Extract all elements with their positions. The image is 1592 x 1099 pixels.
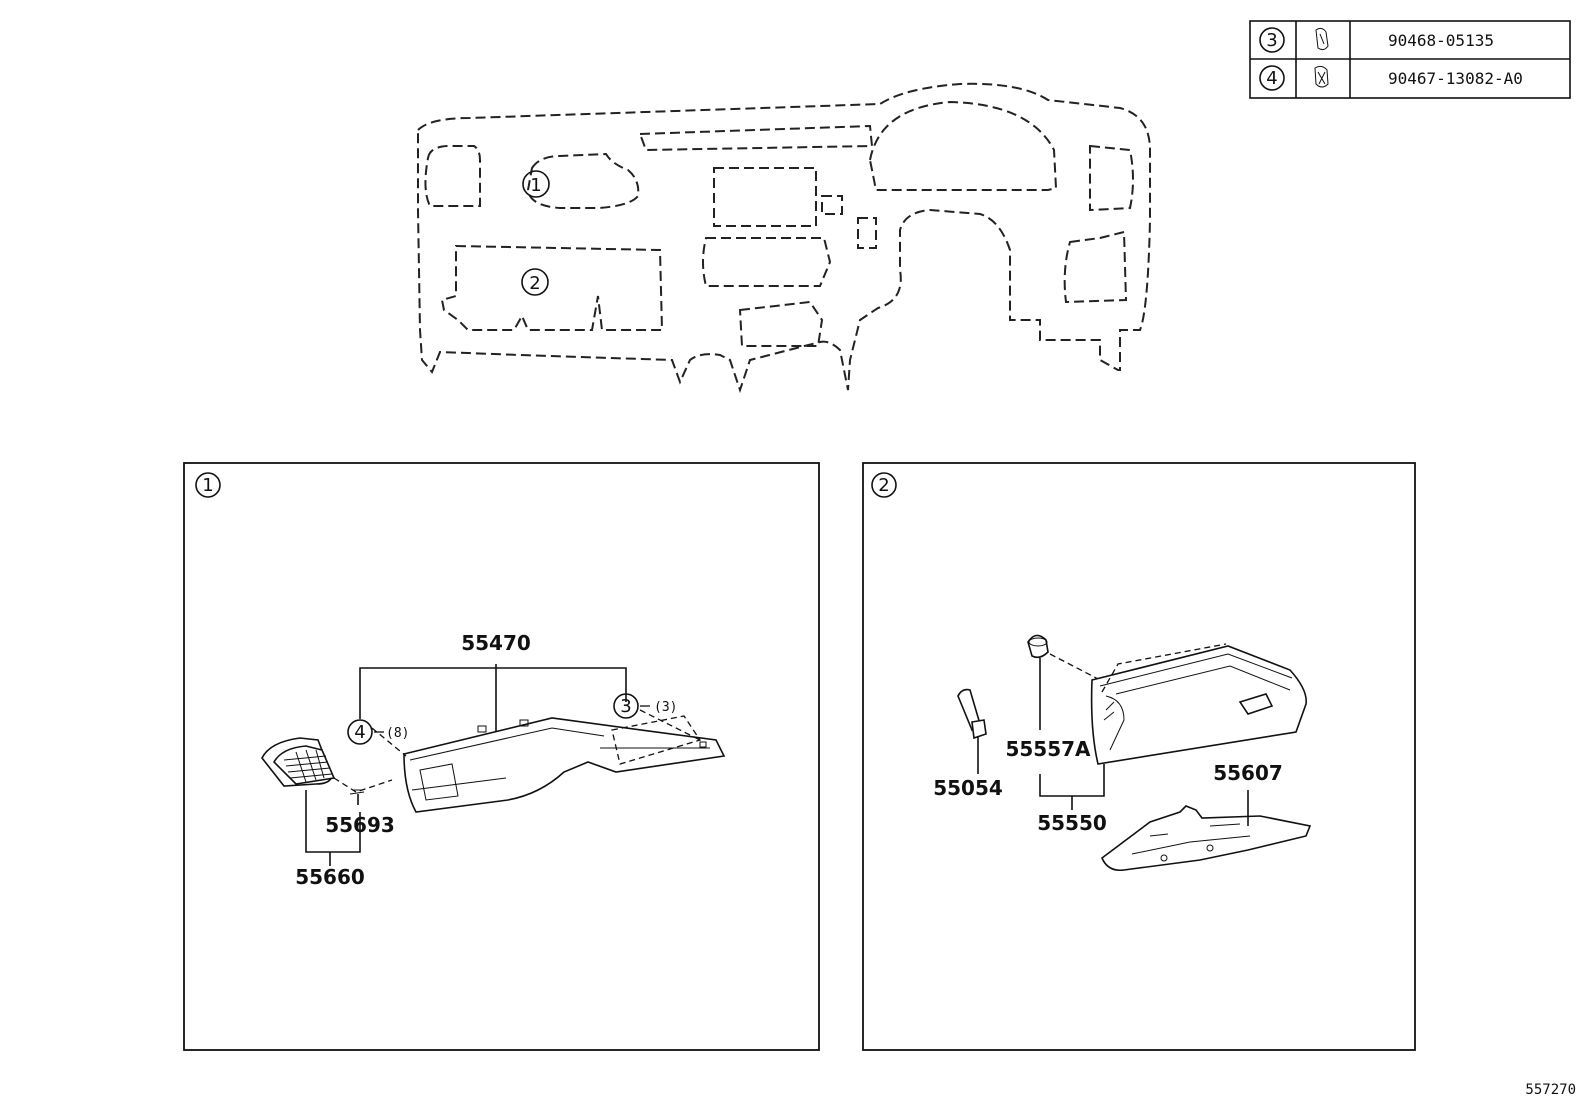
overview-callout-1 [522,170,550,198]
callout-4-label: 4 [354,722,365,743]
callout-4-qty: (8) [386,726,409,741]
callout-3-label: 3 [620,696,631,717]
panel-2-badge [871,472,897,498]
small-switch-outline [821,195,843,215]
part-number-55550: 55550 [1037,811,1107,835]
parts-table: 3 90468-05135 4 90467-13082-A0 [1249,20,1571,99]
panel-1-frame [183,462,820,1051]
panel-1-badge [195,472,221,498]
table-row: 4 90467-13082-A0 [1259,65,1523,91]
stopper-55557A-drawing [1027,634,1049,659]
overview-callout-2 [521,268,549,296]
ref-circle-3 [1259,27,1285,53]
right-vent-outline [1089,144,1134,212]
region-2-outline [440,244,664,331]
glove-box-dashed [1101,643,1227,693]
table-ref-4: 4 [1266,68,1277,89]
damper-55054-drawing [957,688,987,774]
opening-dashed [611,715,702,765]
center-slot-outline [638,124,874,152]
dashboard-overview: 1 2 [417,82,1151,394]
part-number-55693: 55693 [325,813,395,837]
detail-panel-2: 2 55054 55557A 55550 [862,462,1416,1051]
lower-cover-55607-drawing [1101,805,1312,872]
leader-callout-4 [371,727,407,757]
side-vent-55660-drawing [261,737,336,787]
part-number-55470: 55470 [461,631,531,655]
audio-panel-outline [702,237,832,287]
dashboard-outline [417,82,1151,394]
ref-circle-4 [1259,65,1285,91]
part-number-55660: 55660 [295,865,365,889]
lower-panel-55470-drawing [403,717,726,813]
lower-control-outline [738,300,824,347]
part-number-55607: 55607 [1213,761,1283,785]
callout-3-circle [613,693,639,719]
bracket-55660 [305,790,361,853]
panel-2-label: 2 [878,475,889,496]
part-number-55054: 55054 [933,776,1003,800]
overview-callout-2-label: 2 [529,273,540,294]
part-number-55557A: 55557A [1005,737,1091,761]
glove-box-55550-drawing [1090,645,1307,765]
vent-dashed-leader [333,777,393,793]
cluster-outline [868,100,1058,191]
table-row: 3 90468-05135 [1259,27,1494,53]
table-ref-3: 3 [1266,30,1277,51]
table-part-no: 90468-05135 [1388,31,1494,50]
callout-3-qty: (3) [654,700,677,715]
clip-icon [1314,65,1329,88]
bracket-55470 [359,667,627,719]
leader-callout-3 [639,709,701,741]
display-outline [713,167,817,227]
right-pocket-outline [1063,230,1128,304]
overview-callout-1-label: 1 [530,175,541,196]
panel-1-label: 1 [202,475,213,496]
small-switch-outline [857,217,877,249]
figure-id: 557270 [1525,1082,1576,1098]
region-1-outline [526,152,640,209]
stopper-dashed-leader [1049,653,1101,681]
clip-icon [1315,27,1329,51]
panel-2-frame [862,462,1416,1051]
left-vent-outline [424,145,481,207]
table-part-no: 90467-13082-A0 [1388,69,1523,88]
callout-4-circle [347,719,373,745]
bracket-55550 [1039,764,1105,797]
detail-panel-1: 1 55470 [183,462,820,1051]
